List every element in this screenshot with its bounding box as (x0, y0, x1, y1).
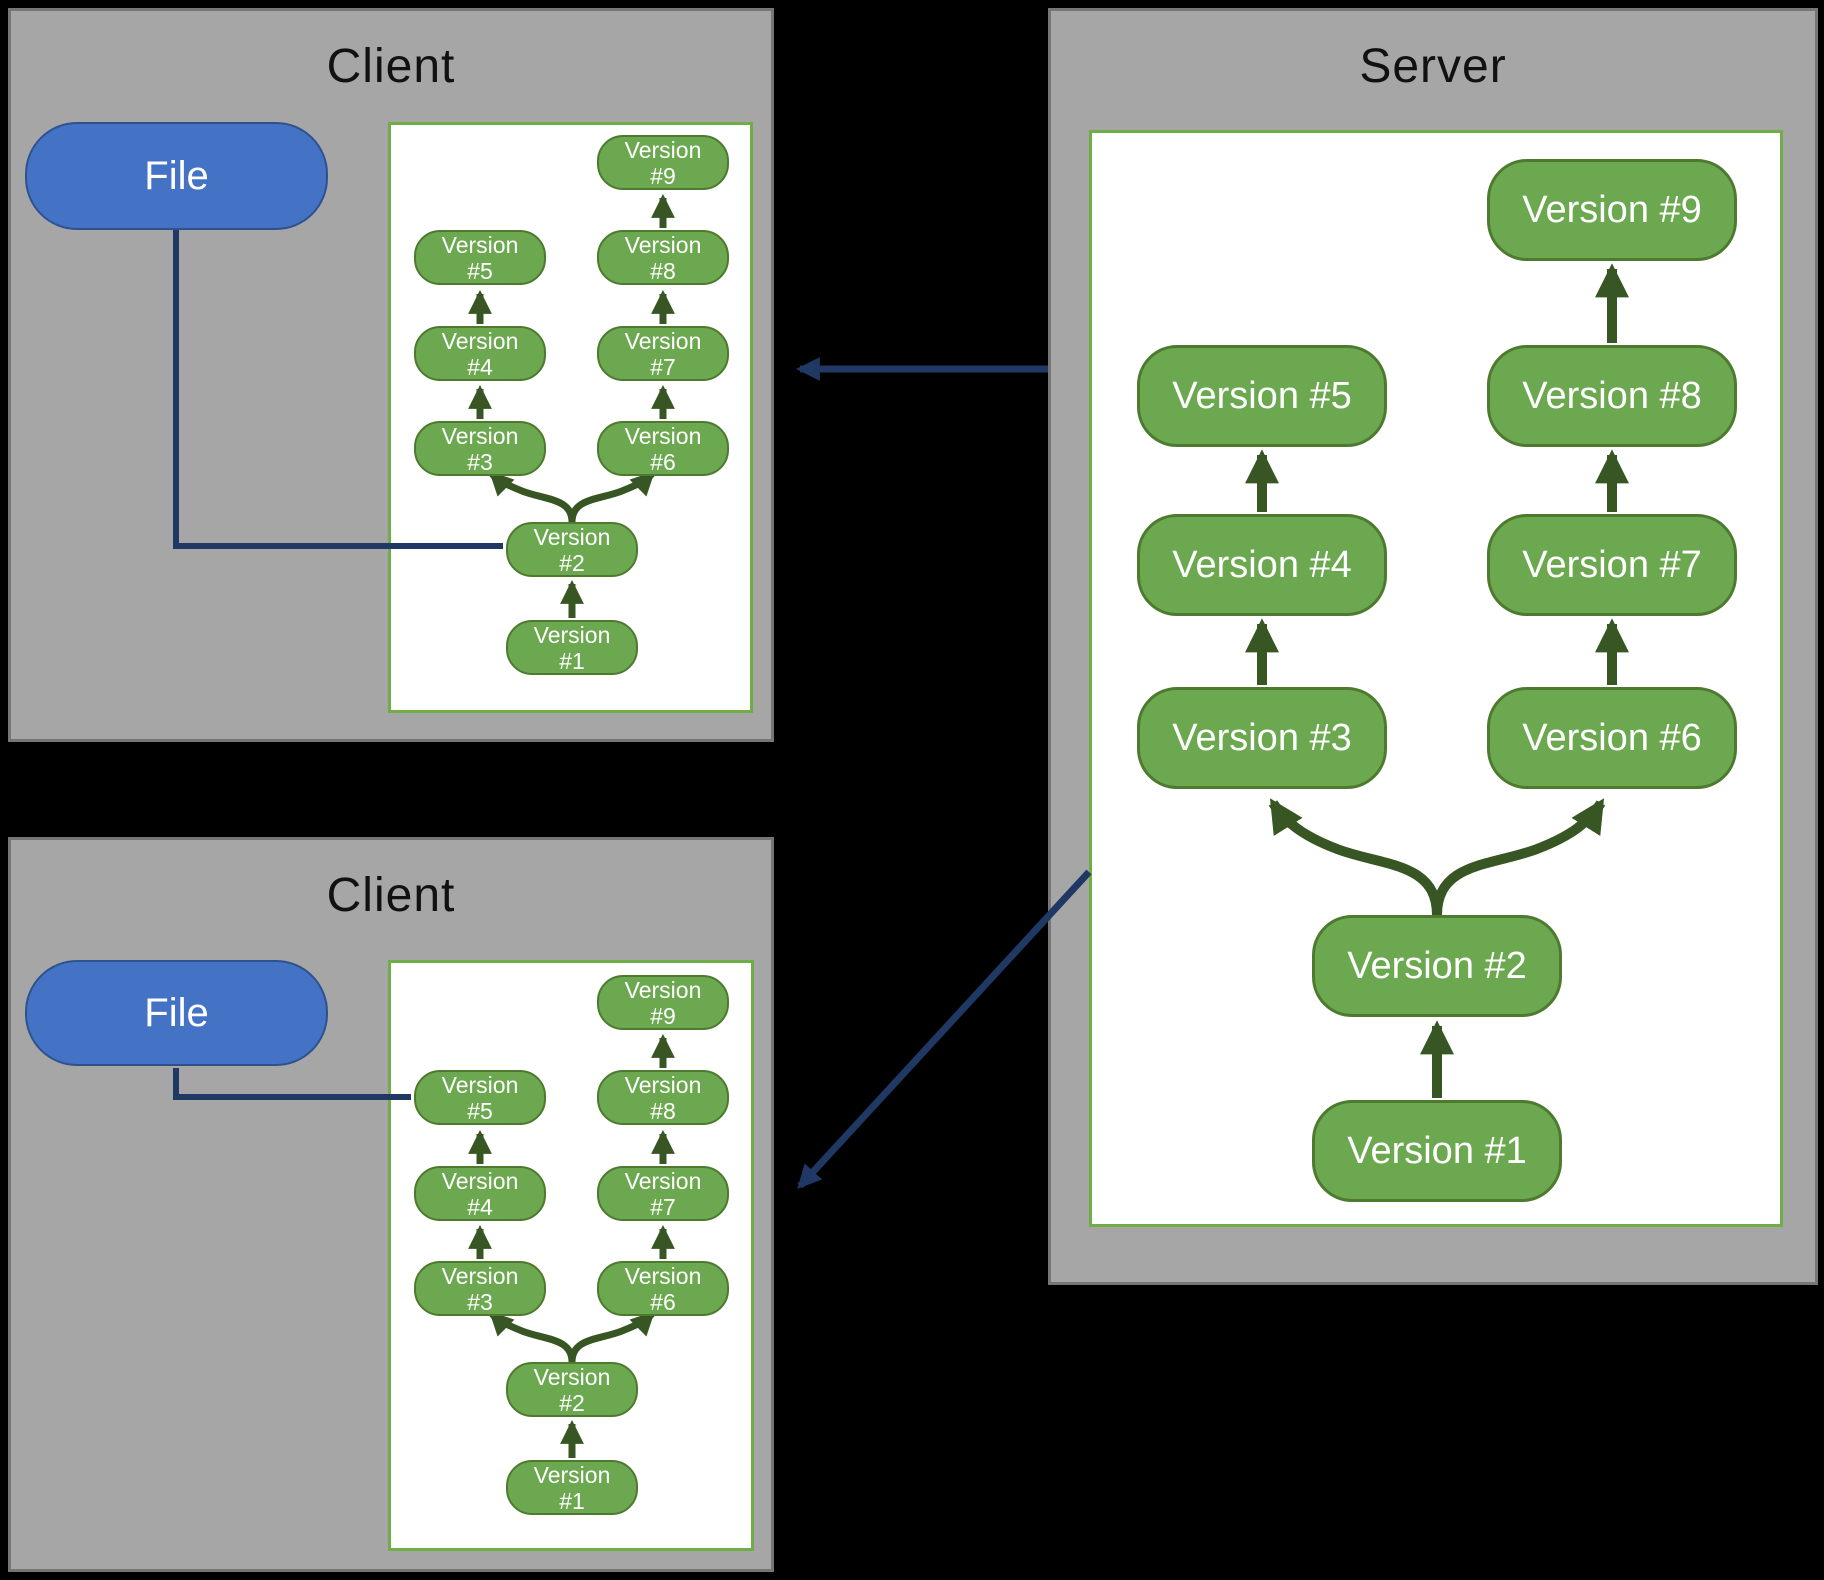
arrow-top-v2-v3-curve (489, 471, 576, 523)
version-label: Version #5 (1172, 374, 1352, 417)
version-label: Version #6 (1522, 716, 1702, 759)
client-bottom-title: Client (326, 869, 456, 922)
version-label: Version (533, 1363, 611, 1390)
version-number: #8 (650, 257, 676, 284)
client-bottom-version-8: Version #8 (597, 1070, 729, 1125)
version-number: #1 (559, 647, 585, 674)
client-top-version-6: Version #6 (597, 421, 729, 476)
version-label: Version #2 (1347, 944, 1527, 987)
client-top-version-5: Version #5 (414, 230, 546, 285)
version-label: Version (533, 1461, 611, 1488)
version-number: #9 (650, 1002, 676, 1029)
client-bottom-version-3: Version #3 (414, 1261, 546, 1316)
version-number: #4 (467, 353, 493, 380)
version-number: #8 (650, 1097, 676, 1124)
file-to-version5-line (173, 1068, 411, 1100)
server-version-2: Version #2 (1312, 915, 1562, 1017)
server-title: Server (1359, 40, 1507, 93)
version-label: Version #9 (1522, 188, 1702, 231)
version-label: Version (533, 523, 611, 550)
server-version-8: Version #8 (1487, 345, 1737, 447)
version-label: Version (624, 1262, 702, 1289)
version-label: Version (624, 976, 702, 1003)
server-version-5: Version #5 (1137, 345, 1387, 447)
server-version-4: Version #4 (1137, 514, 1387, 616)
version-label: Version (624, 1071, 702, 1098)
version-label: Version #1 (1347, 1129, 1527, 1172)
version-label: Version (441, 1262, 519, 1289)
client-top-version-4: Version #4 (414, 326, 546, 381)
version-number: #7 (650, 1193, 676, 1220)
version-label: Version #4 (1172, 543, 1352, 586)
client-bottom-version-9: Version #9 (597, 975, 729, 1030)
arrow-server-v2-v3-curve (1268, 798, 1442, 916)
version-label: Version (441, 231, 519, 258)
arrow-bottom-v2-v6-curve (568, 1311, 655, 1363)
version-number: #5 (467, 257, 493, 284)
server-to-client-bottom-arrow (797, 869, 1092, 1189)
server-version-3: Version #3 (1137, 687, 1387, 789)
file-node-bottom: File (25, 960, 328, 1066)
version-label: Version (624, 231, 702, 258)
version-number: #3 (467, 1288, 493, 1315)
client-top-version-7: Version #7 (597, 326, 729, 381)
version-label: Version (441, 327, 519, 354)
version-label: Version (533, 621, 611, 648)
version-label: Version #3 (1172, 716, 1352, 759)
version-number: #3 (467, 448, 493, 475)
client-bottom-version-2: Version #2 (506, 1362, 638, 1417)
version-label: Version (624, 1167, 702, 1194)
arrow-server-v2-v6-curve (1432, 798, 1606, 916)
version-label: Version (441, 1167, 519, 1194)
client-bottom-version-5: Version #5 (414, 1070, 546, 1125)
version-number: #9 (650, 162, 676, 189)
client-bottom-version-6: Version #6 (597, 1261, 729, 1316)
client-bottom-version-4: Version #4 (414, 1166, 546, 1221)
version-number: #7 (650, 353, 676, 380)
version-label: Version #7 (1522, 543, 1702, 586)
client-top-title: Client (326, 40, 456, 93)
client-bottom-version-1: Version #1 (506, 1460, 638, 1515)
client-bottom-version-7: Version #7 (597, 1166, 729, 1221)
version-number: #6 (650, 1288, 676, 1315)
file-label: File (144, 153, 209, 198)
client-top-version-8: Version #8 (597, 230, 729, 285)
file-to-version2-line (173, 230, 503, 549)
version-number: #2 (559, 1389, 585, 1416)
version-label: Version (441, 422, 519, 449)
version-number: #6 (650, 448, 676, 475)
version-number: #2 (559, 549, 585, 576)
version-label: Version (441, 1071, 519, 1098)
client-top-version-9: Version #9 (597, 135, 729, 190)
version-number: #5 (467, 1097, 493, 1124)
arrow-top-v2-v6-curve (568, 471, 655, 523)
version-number: #4 (467, 1193, 493, 1220)
version-label: Version (624, 422, 702, 449)
file-label: File (144, 990, 209, 1035)
version-number: #1 (559, 1487, 585, 1514)
server-version-1: Version #1 (1312, 1100, 1562, 1202)
version-label: Version #8 (1522, 374, 1702, 417)
version-label: Version (624, 327, 702, 354)
client-top-version-3: Version #3 (414, 421, 546, 476)
client-top-version-1: Version #1 (506, 620, 638, 675)
version-label: Version (624, 136, 702, 163)
server-version-7: Version #7 (1487, 514, 1737, 616)
arrow-bottom-v2-v3-curve (489, 1311, 576, 1363)
server-version-6: Version #6 (1487, 687, 1737, 789)
file-node-top: File (25, 122, 328, 230)
server-version-9: Version #9 (1487, 159, 1737, 261)
client-top-version-2: Version #2 (506, 522, 638, 577)
